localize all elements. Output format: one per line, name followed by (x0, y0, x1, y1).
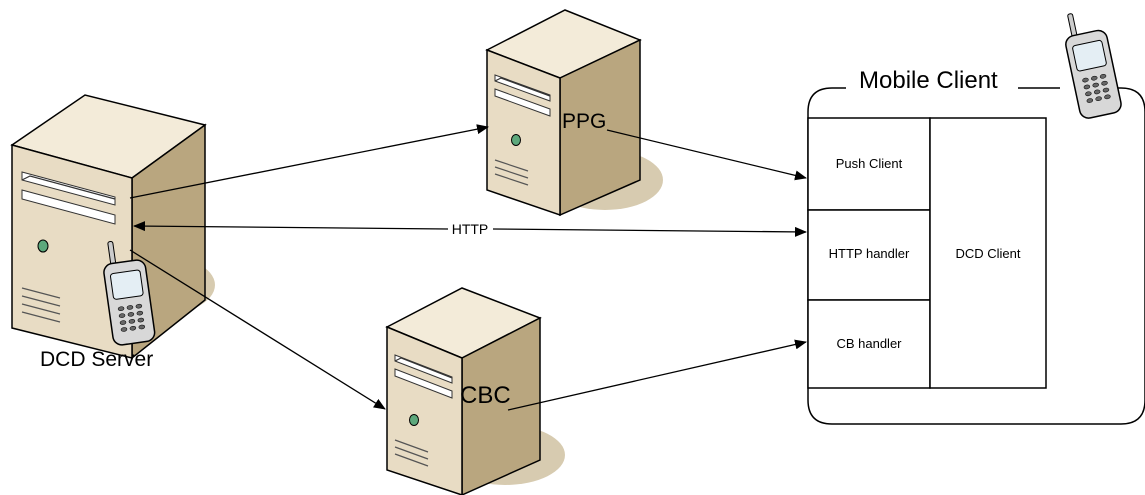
dcd-client-label: DCD Client (955, 246, 1020, 261)
edge-ppg-to-push-client (606, 129, 807, 181)
edge-http-right (492, 226, 807, 237)
dcd-server-node: DCD Server (10, 94, 215, 371)
edge-http-left (133, 221, 449, 232)
phone-icon (103, 240, 156, 346)
http-handler-label: HTTP handler (829, 246, 910, 261)
http-handler-box (807, 209, 931, 301)
cb-handler-label: CB handler (836, 336, 902, 351)
mobile-client-label: Mobile Client (859, 67, 998, 94)
ppg-node: PPG (485, 9, 663, 217)
dcd-client-box (929, 117, 1047, 389)
server-icon (485, 9, 642, 217)
cb-handler-box (807, 299, 931, 389)
phone-icon (1065, 13, 1122, 119)
mobile-client-node: Mobile Client Push Client HTTP handler C… (807, 13, 1145, 425)
ppg-label: PPG (562, 110, 606, 133)
edge-dcd-to-cbc (129, 249, 386, 410)
server-icon (385, 287, 542, 495)
connectors (129, 124, 807, 411)
push-client-label: Push Client (836, 156, 903, 171)
http-edge-label: HTTP (452, 221, 489, 237)
mobile-client-frame (807, 87, 1145, 425)
edge-cbc-to-cb-handler (507, 339, 807, 411)
edge-dcd-to-ppg (129, 124, 489, 199)
dcd-server-label: DCD Server (40, 348, 153, 371)
cbc-label: CBC (460, 382, 511, 409)
cbc-node: CBC (385, 287, 565, 495)
